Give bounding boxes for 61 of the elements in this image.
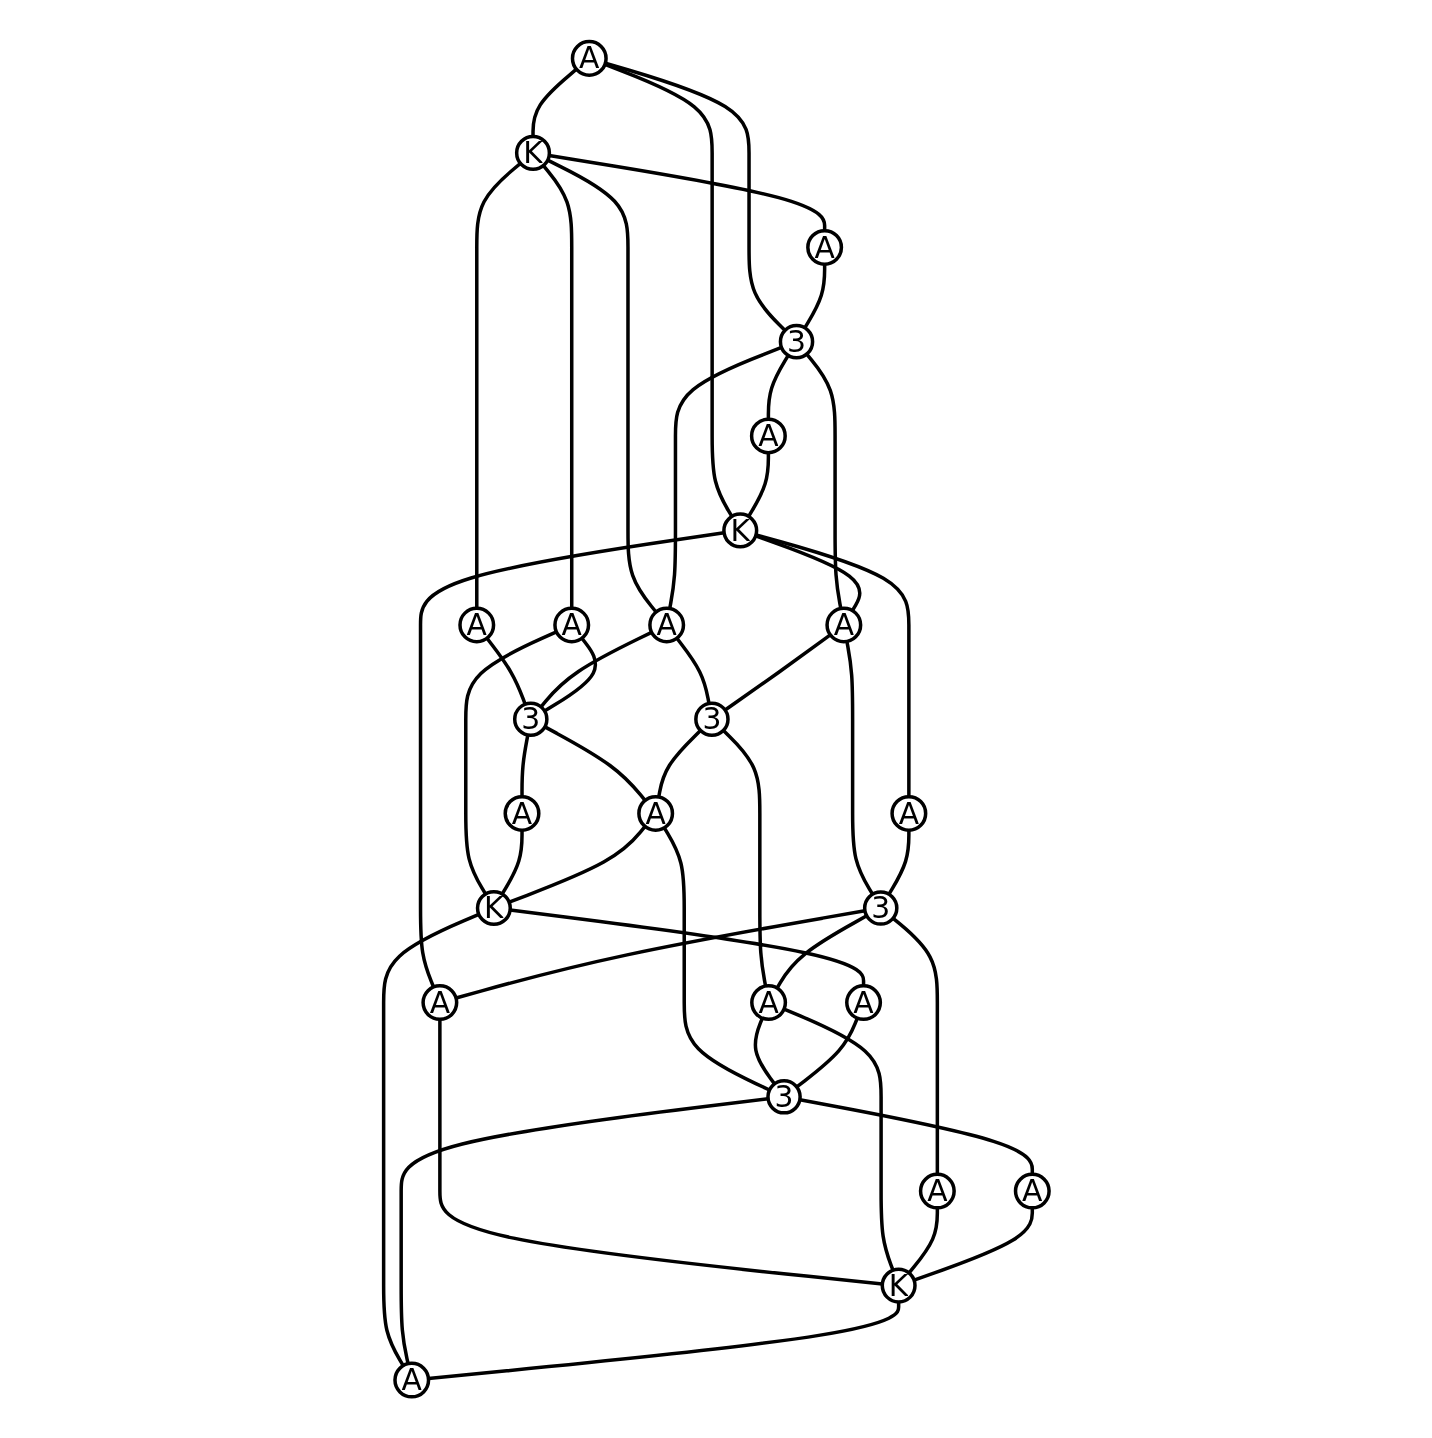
- connector: [530, 67, 578, 137]
- connector: [381, 912, 480, 1367]
- node-circle: K: [514, 134, 551, 171]
- connector: [541, 164, 574, 608]
- connector: [754, 534, 862, 612]
- node-circle: K: [721, 512, 758, 549]
- node-circle: A: [421, 983, 459, 1021]
- node-circle: A: [636, 794, 674, 832]
- connector: [500, 830, 524, 895]
- connector: [766, 354, 790, 419]
- node-circle: A: [918, 1172, 956, 1210]
- node-circle: A: [1013, 1172, 1051, 1210]
- node-circle: A: [647, 606, 685, 644]
- connector: [721, 728, 767, 987]
- connector: [795, 1017, 859, 1089]
- connector: [508, 825, 647, 904]
- connector: [418, 530, 724, 988]
- connector: [463, 630, 557, 895]
- connector: [891, 916, 939, 1174]
- connector: [656, 729, 702, 798]
- node-circle: A: [503, 794, 541, 832]
- connector: [546, 158, 658, 613]
- connector: [746, 452, 770, 518]
- node-circle: A: [392, 1361, 430, 1399]
- connector: [539, 630, 653, 708]
- node-circle: 3: [512, 701, 549, 737]
- connector: [543, 637, 597, 713]
- node-circle: 3: [862, 889, 899, 926]
- node-circle: A: [570, 39, 608, 77]
- node-circle: 3: [765, 1078, 802, 1115]
- node-circle: A: [805, 228, 843, 266]
- node-circle: A: [889, 794, 928, 832]
- connector: [802, 264, 827, 329]
- connector: [667, 345, 782, 609]
- connector: [775, 914, 868, 989]
- node-circle: A: [749, 417, 787, 455]
- node-circle: A: [552, 606, 590, 644]
- connector: [723, 633, 831, 712]
- connector: [662, 826, 770, 1092]
- node-circle: A: [824, 606, 863, 644]
- connector: [844, 640, 874, 895]
- connector: [485, 637, 527, 705]
- node-circle: A: [844, 983, 882, 1021]
- node-circle: 3: [778, 323, 814, 360]
- connector: [675, 637, 711, 704]
- node-circle: 3: [693, 701, 730, 737]
- node-circle: K: [475, 889, 512, 926]
- connector: [427, 1301, 901, 1380]
- connector: [543, 725, 647, 802]
- node-circle: A: [749, 983, 787, 1021]
- connector: [805, 352, 843, 609]
- connector: [783, 1007, 895, 1271]
- node-circle: K: [880, 1267, 917, 1304]
- node-circle: A: [457, 606, 495, 644]
- connector: [907, 1207, 939, 1274]
- connector: [474, 161, 522, 608]
- connector: [755, 532, 911, 797]
- connector: [753, 1017, 776, 1085]
- connector: [887, 830, 911, 895]
- connector: [519, 734, 530, 797]
- connector: [799, 1097, 1034, 1174]
